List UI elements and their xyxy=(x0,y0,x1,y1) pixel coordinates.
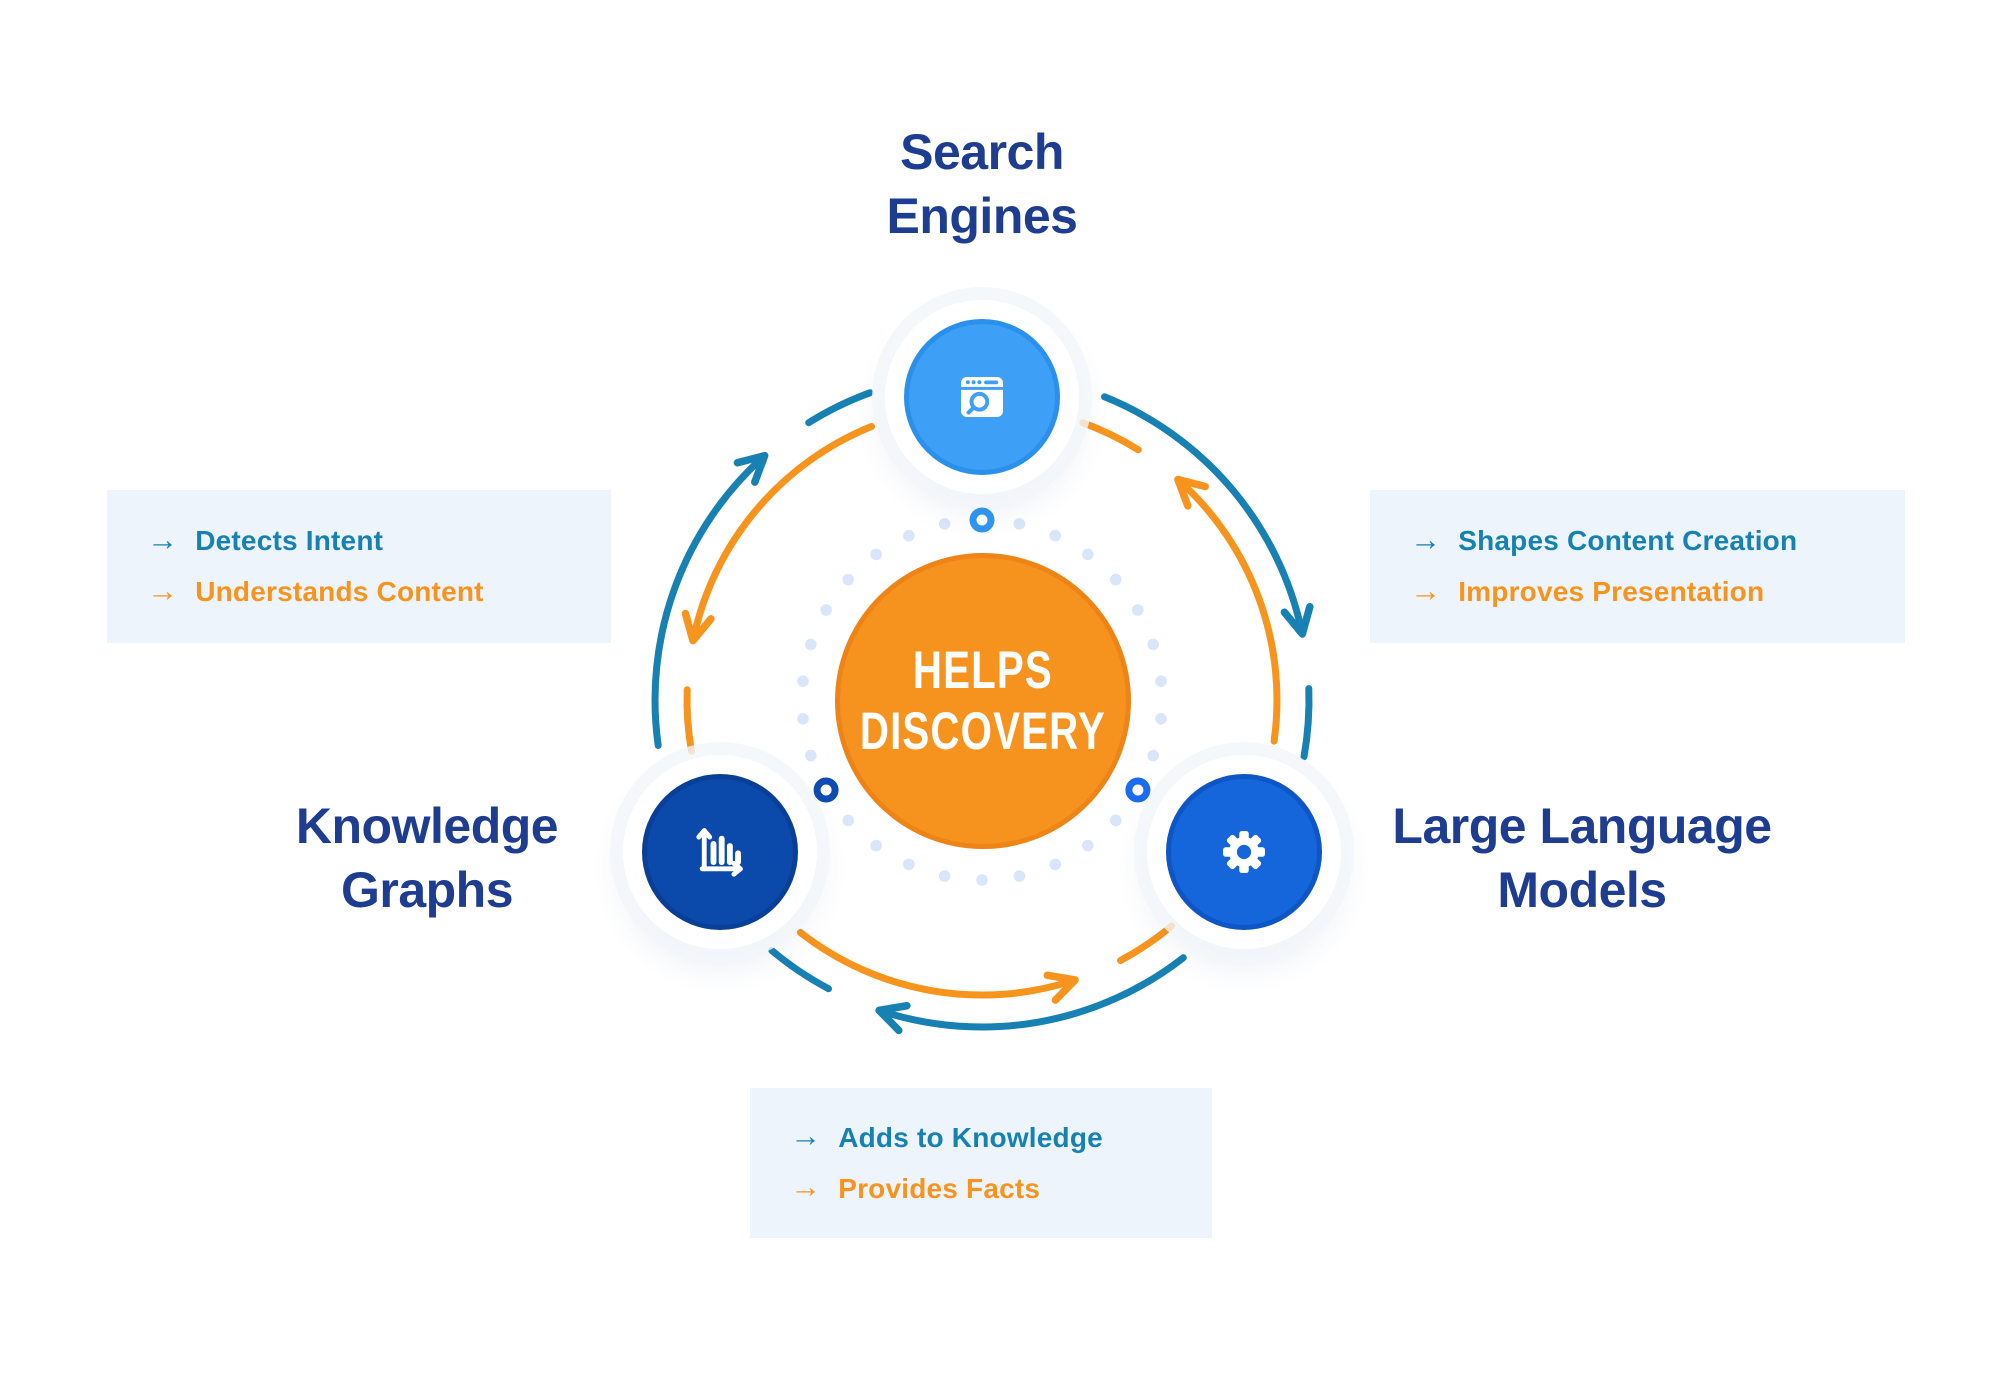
label-line: Graphs xyxy=(340,862,514,918)
benefit-text: Shapes Content Creation xyxy=(1458,525,1798,556)
center-text-line: HELPS xyxy=(912,641,1053,700)
benefit-text: Provides Facts xyxy=(838,1172,1041,1204)
bar-chart-icon-glyph xyxy=(696,828,743,877)
label-large-language-models: Large Language Models xyxy=(1302,794,1862,922)
benefit-text: Detects Intent xyxy=(195,525,384,556)
benefit-box-large-language-models: → Shapes Content Creation → Improves Pre… xyxy=(1370,490,1905,643)
arrow-right-icon: → xyxy=(147,521,179,557)
benefit-text: Improves Presentation xyxy=(1458,576,1765,607)
center-circle-text: HELPS DISCOVERY xyxy=(860,640,1106,762)
arrow-right-icon: → xyxy=(1410,572,1442,608)
knowledge-graphs-node xyxy=(623,755,817,949)
benefit-text: Adds to Knowledge xyxy=(838,1121,1103,1153)
center-helps-discovery-circle: HELPS DISCOVERY xyxy=(835,553,1131,849)
label-line: Engines xyxy=(886,188,1078,244)
benefit-item: → Understands Content xyxy=(147,572,611,608)
label-line: Knowledge xyxy=(295,798,559,854)
benefit-item: → Shapes Content Creation xyxy=(1410,521,1905,557)
benefit-box-knowledge-graphs: → Adds to Knowledge → Provides Facts xyxy=(750,1088,1212,1238)
label-knowledge-graphs: Knowledge Graphs xyxy=(177,794,677,922)
center-text-line: DISCOVERY xyxy=(859,702,1107,761)
browser-search-icon-glyph xyxy=(961,377,1003,417)
search-engines-node xyxy=(885,300,1079,494)
benefit-item: → Detects Intent xyxy=(147,521,611,557)
arrow-right-icon: → xyxy=(790,1118,822,1153)
arrow-right-icon: → xyxy=(790,1169,822,1204)
benefit-item: → Provides Facts xyxy=(790,1169,1212,1205)
benefit-text: Understands Content xyxy=(195,576,484,607)
label-line: Large Language xyxy=(1392,798,1772,854)
browser-search-icon xyxy=(904,319,1060,475)
label-line: Search xyxy=(900,124,1064,180)
bar-chart-icon xyxy=(642,774,798,930)
label-line: Models xyxy=(1497,862,1667,918)
arrow-right-icon: → xyxy=(147,572,179,608)
arrow-right-icon: → xyxy=(1410,521,1442,557)
gear-icon-glyph xyxy=(1223,831,1265,873)
benefit-box-search-engines: → Detects Intent → Understands Content xyxy=(107,490,611,643)
large-language-models-node xyxy=(1147,755,1341,949)
gear-icon xyxy=(1166,774,1322,930)
benefit-item: → Adds to Knowledge xyxy=(790,1118,1212,1154)
label-search-engines: Search Engines xyxy=(682,120,1282,248)
benefit-item: → Improves Presentation xyxy=(1410,572,1905,608)
